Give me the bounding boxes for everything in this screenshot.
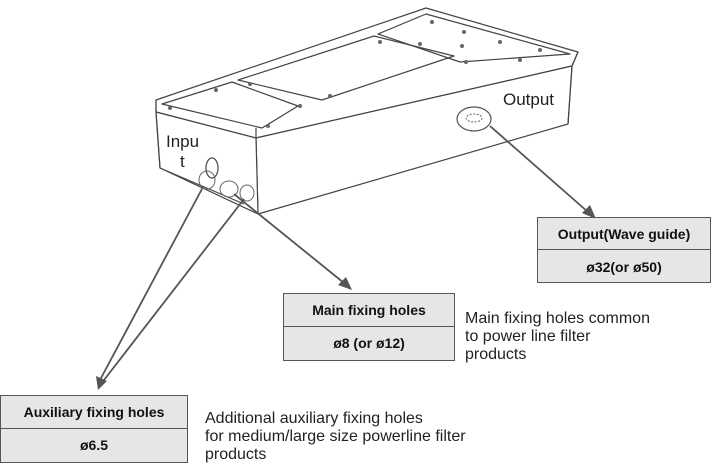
aux-hole-marker [239,184,255,202]
auxiliary-note: Additional auxiliary fixing holes for me… [205,410,466,464]
callout-divider [284,326,454,327]
enclosure-edge [567,65,573,125]
output-callout-value: ø32(or ø50) [586,259,662,275]
callout-divider [538,249,710,250]
output-waveguide-marker [456,106,492,132]
main-callout-box: Main fixing holes ø8 (or ø12) [283,293,455,361]
input-label-line2: t [180,152,185,171]
auxiliary-callout-title: Auxiliary fixing holes [23,404,165,420]
main-note: Main fixing holes common to power line f… [465,310,650,364]
aux-leader-line [103,198,245,381]
main-hole-marker [219,180,239,198]
lid-panel-middle [237,35,455,101]
enclosure-edge [159,167,245,205]
aux-hole-marker [198,170,216,190]
input-label: Inpu t [166,132,199,172]
auxiliary-note-line: Additional auxiliary fixing holes [205,410,423,427]
enclosure-edge [571,51,579,67]
output-callout-box: Output(Wave guide) ø32(or ø50) [537,217,711,283]
output-leader-line [489,125,589,213]
input-label-line1: Inpu [166,132,200,151]
main-note-line: products [465,346,527,363]
output-arrowhead [582,205,596,219]
aux-leader-line [99,186,204,381]
main-leader-line [233,193,345,284]
lid-panel-right [377,13,571,63]
output-callout-title: Output(Wave guide) [557,226,691,242]
callout-divider [1,428,187,429]
auxiliary-note-line: for medium/large size powerline filter [205,428,466,445]
input-hole [205,157,219,179]
main-note-line: Main fixing holes common [465,310,650,327]
screw-dots [168,20,542,128]
output-label: Output [503,90,555,109]
auxiliary-callout-value: ø6.5 [79,437,108,453]
auxiliary-callout-box: Auxiliary fixing holes ø6.5 [0,395,188,463]
enclosure-front-face [255,65,573,215]
main-callout-value: ø8 (or ø12) [333,335,405,351]
main-note-line: to power line filter [465,328,591,345]
main-arrowhead [338,277,352,290]
aux-arrowhead [96,376,107,390]
auxiliary-note-line: products [205,446,267,463]
enclosure-edge [155,111,161,169]
output-waveguide-hole [465,113,483,123]
main-callout-title: Main fixing holes [312,302,426,318]
